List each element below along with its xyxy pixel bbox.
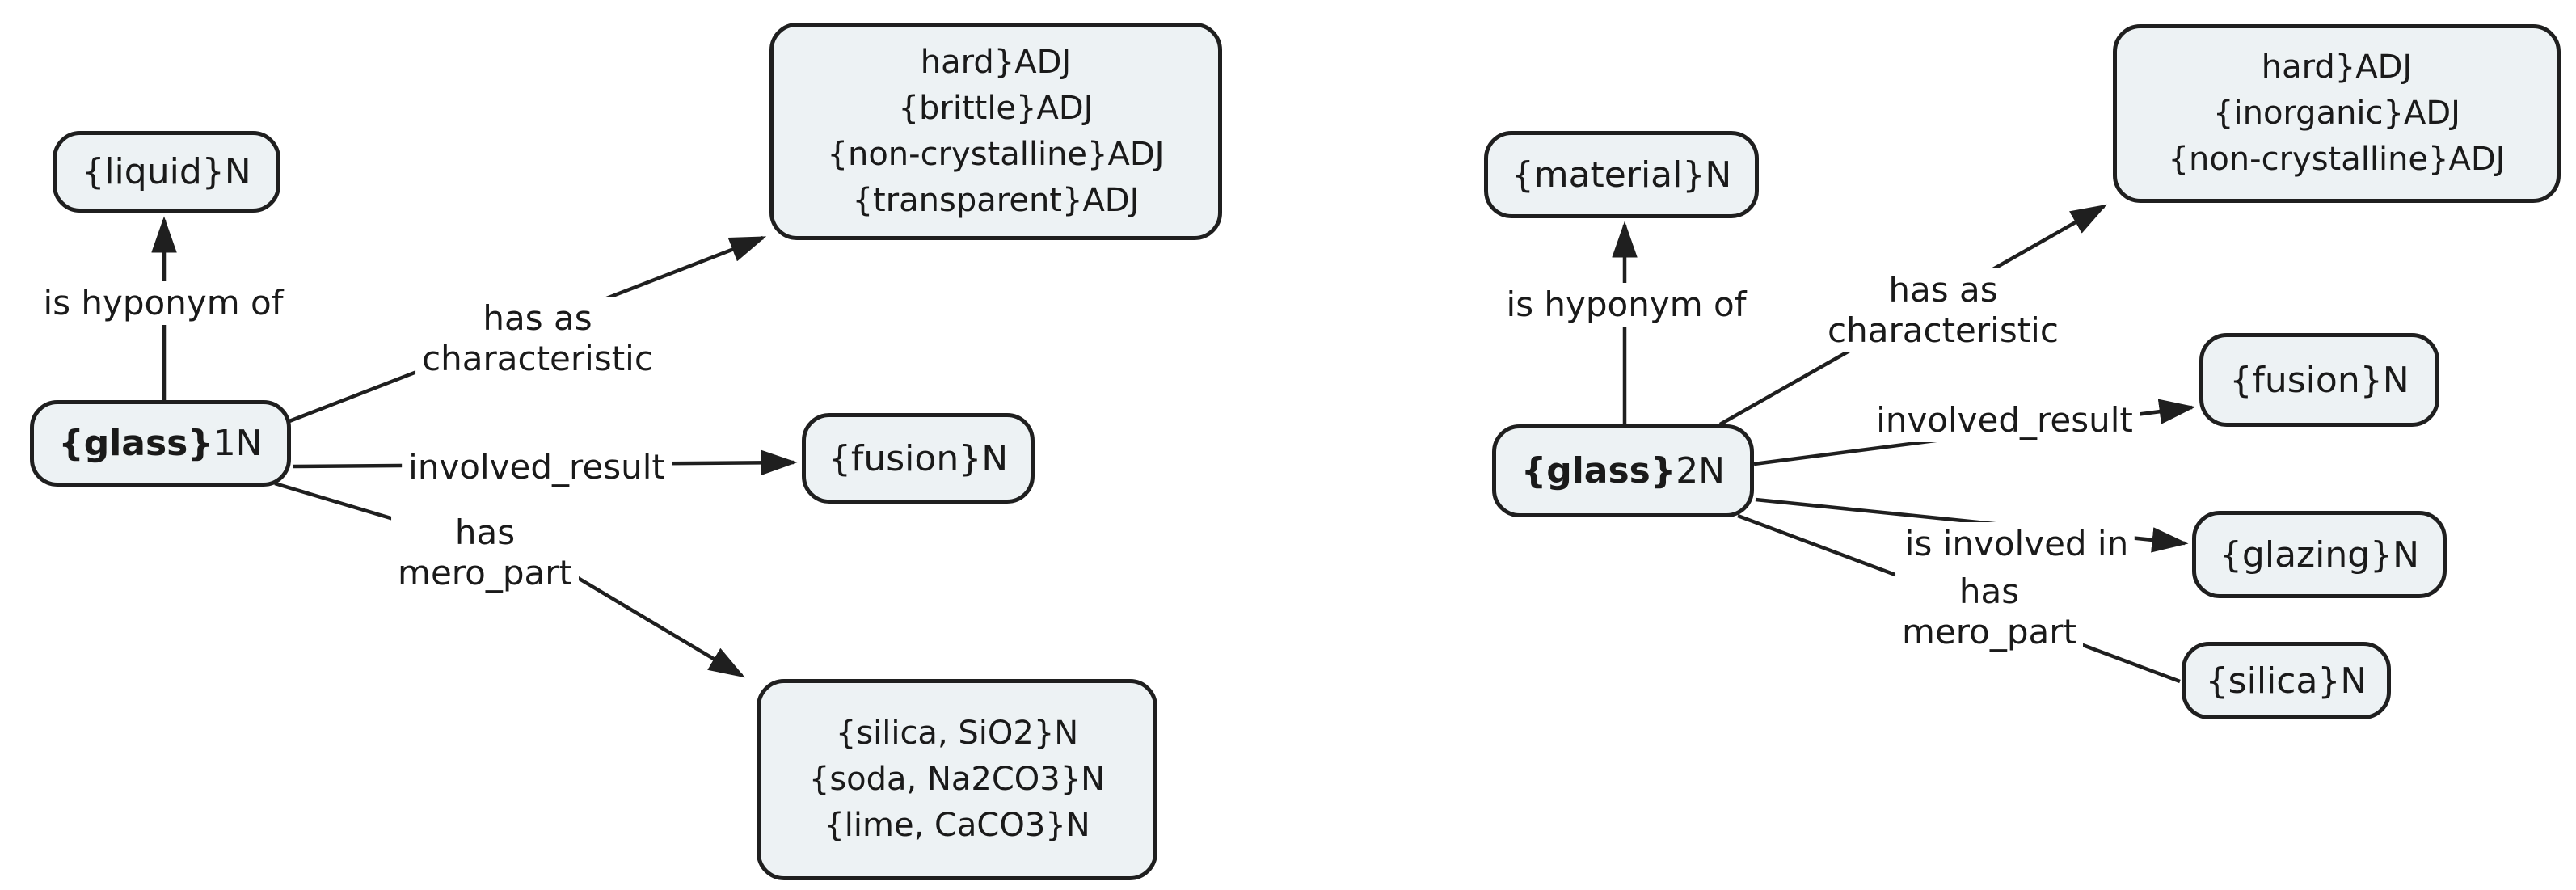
characteristic-line: {transparent}ADJ: [852, 181, 1140, 219]
characteristic-line: hard}ADJ: [920, 43, 1072, 81]
node-glass-sense1-label: {glass}1N: [58, 423, 263, 464]
characteristic-line: {brittle}ADJ: [898, 89, 1094, 127]
node-fusion-left-label: {fusion}N: [828, 437, 1009, 479]
edge-label-mero-part-right: has mero_part: [1895, 570, 2083, 654]
edge-label-involved-result-left: involved_result: [402, 445, 672, 489]
characteristic-line: {inorganic}ADJ: [2213, 95, 2460, 132]
node-silica-right: {silica}N: [2182, 642, 2391, 719]
characteristic-line: {non-crystalline}ADJ: [827, 135, 1165, 173]
edge-label-hyponym-right: is hyponym of: [1499, 283, 1753, 327]
node-silica-right-label: {silica}N: [2205, 660, 2367, 702]
node-liquid: {liquid}N: [53, 131, 280, 213]
node-characteristics-left: hard}ADJ {brittle}ADJ {non-crystalline}A…: [769, 23, 1222, 240]
node-glass-sense2: {glass}2N: [1492, 424, 1754, 517]
node-fusion-right-label: {fusion}N: [2229, 359, 2409, 401]
node-fusion-right: {fusion}N: [2199, 333, 2439, 427]
node-parts-left: {silica, SiO2}N {soda, Na2CO3}N {lime, C…: [757, 679, 1157, 880]
edge-label-involved-result-right: involved_result: [1870, 399, 2140, 442]
node-glazing-label: {glazing}N: [2219, 534, 2420, 576]
part-line: {soda, Na2CO3}N: [808, 761, 1106, 798]
edge-label-hyponym-left: is hyponym of: [36, 281, 290, 325]
node-glazing: {glazing}N: [2192, 511, 2447, 598]
node-characteristics-right: hard}ADJ {inorganic}ADJ {non-crystalline…: [2113, 24, 2561, 203]
edge-label-is-involved-in: is involved in: [1898, 522, 2135, 566]
node-glass-sense2-label: {glass}2N: [1520, 450, 1726, 491]
node-liquid-label: {liquid}N: [82, 151, 251, 192]
edge-label-characteristic-right: has as characteristic: [1821, 268, 2065, 352]
part-line: {lime, CaCO3}N: [824, 807, 1090, 844]
part-line: {silica, SiO2}N: [835, 715, 1079, 752]
node-fusion-left: {fusion}N: [802, 413, 1035, 504]
node-material: {material}N: [1484, 131, 1759, 218]
edge-label-mero-part-left: has mero_part: [391, 511, 579, 595]
characteristic-line: {non-crystalline}ADJ: [2168, 141, 2506, 178]
node-material-label: {material}N: [1511, 154, 1732, 196]
node-glass-sense1: {glass}1N: [30, 400, 291, 487]
characteristic-line: hard}ADJ: [2261, 49, 2413, 86]
edge-label-characteristic-left: has as characteristic: [415, 297, 660, 381]
